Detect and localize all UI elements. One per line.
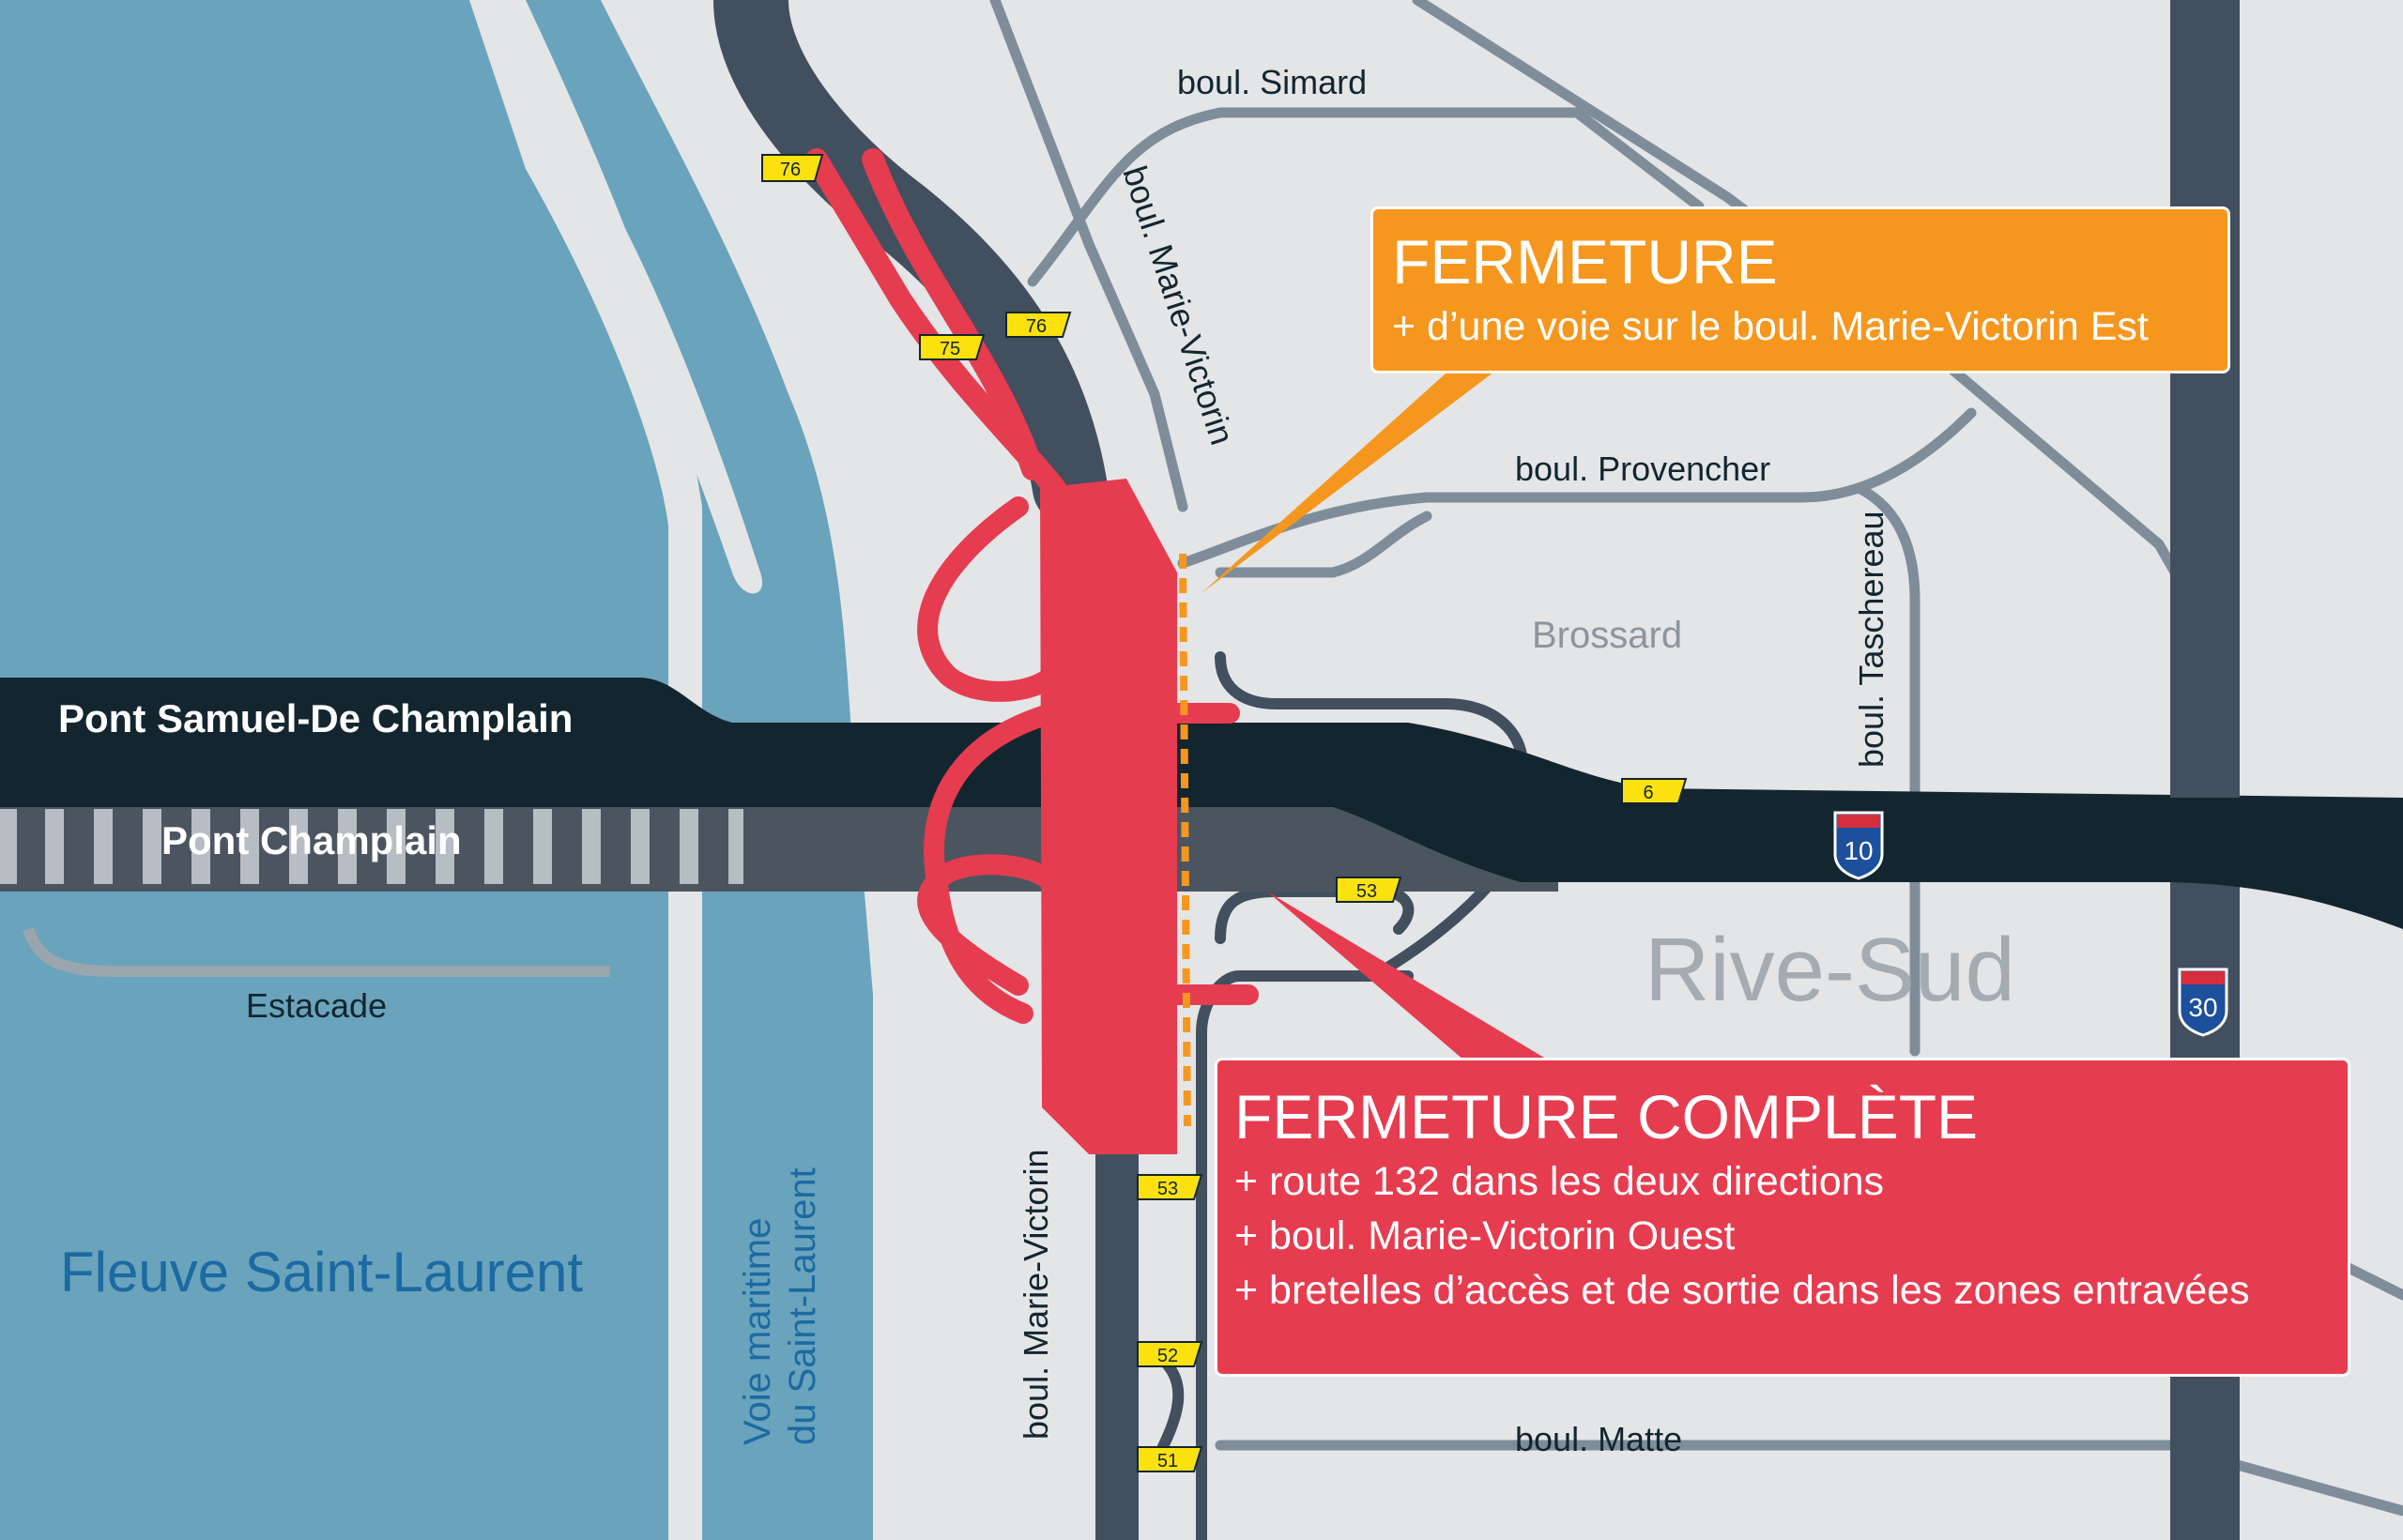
exit-marker: 76 — [761, 154, 824, 182]
interstate-shield-icon: 30 — [2178, 968, 2228, 1037]
estacade-label: Estacade — [246, 986, 387, 1025]
svg-text:76: 76 — [1026, 316, 1047, 337]
marie-victorin-east-lane-closure — [1179, 553, 1191, 1127]
exit-marker: 53 — [1336, 877, 1402, 903]
svg-text:53: 53 — [1356, 881, 1377, 902]
samuel-de-champlain-label: Pont Samuel-De Champlain — [58, 696, 573, 740]
champlain-bridge-piers — [0, 809, 743, 884]
exit-marker: 76 — [1005, 312, 1072, 338]
complete-closure-title: FERMETURE COMPLÈTE — [1234, 1082, 1979, 1151]
taschereau-label: boul. Taschereau — [1852, 511, 1890, 768]
brossard-label: Brossard — [1532, 615, 1682, 656]
champlain-label: Pont Champlain — [161, 818, 462, 862]
svg-text:52: 52 — [1157, 1346, 1178, 1366]
complete-closure-item: + boul. Marie-Victorin Ouest — [1234, 1213, 1736, 1258]
svg-text:6: 6 — [1643, 783, 1653, 803]
seaway-dike — [469, 0, 702, 1540]
route-132-closure — [1040, 479, 1177, 1154]
red-callout-pointer — [1267, 892, 1549, 1060]
svg-text:75: 75 — [940, 339, 960, 359]
partial-closure-title: FERMETURE — [1392, 227, 1778, 297]
complete-closure-callout: FERMETURE COMPLÈTE + route 132 dans les … — [1215, 1058, 2350, 1377]
exit-marker: 75 — [919, 334, 986, 360]
seaway-label-line1: Voie maritime — [737, 1218, 778, 1445]
marie-victorin-south-label: boul. Marie-Victorin — [1017, 1150, 1055, 1440]
svg-text:10: 10 — [1844, 836, 1873, 865]
complete-closure-item: + bretelles d’accès et de sortie dans le… — [1234, 1268, 2250, 1313]
seaway-label-line2: du Saint-Laurent — [782, 1167, 823, 1445]
exit-marker: 6 — [1621, 778, 1688, 804]
exit-marker: 53 — [1137, 1174, 1203, 1200]
estacade-line — [23, 926, 610, 977]
provencher-label: boul. Provencher — [1515, 450, 1770, 488]
complete-closure-item: + route 132 dans les deux directions — [1234, 1159, 1885, 1204]
orange-callout-pointer — [1202, 366, 1502, 593]
partial-closure-item: + d’une voie sur le boul. Marie-Victorin… — [1392, 304, 2149, 349]
exit-marker: 52 — [1137, 1341, 1203, 1367]
partial-closure-callout: FERMETURE + d’une voie sur le boul. Mari… — [1370, 206, 2230, 374]
svg-text:51: 51 — [1157, 1451, 1178, 1471]
rive-sud-label: Rive-Sud — [1645, 920, 2015, 1020]
simard-label: boul. Simard — [1177, 63, 1367, 101]
interstate-shield-icon: 10 — [1833, 811, 1884, 880]
svg-text:53: 53 — [1157, 1179, 1178, 1199]
small-island — [554, 113, 763, 594]
svg-text:30: 30 — [2188, 993, 2217, 1022]
svg-text:76: 76 — [780, 160, 801, 180]
exit-markers: 76 75 76 6 53 53 52 51 — [761, 154, 1688, 1472]
exit-marker: 51 — [1137, 1446, 1203, 1472]
matte-label: boul. Matte — [1515, 1420, 1682, 1458]
river-label: Fleuve Saint-Laurent — [60, 1241, 583, 1304]
